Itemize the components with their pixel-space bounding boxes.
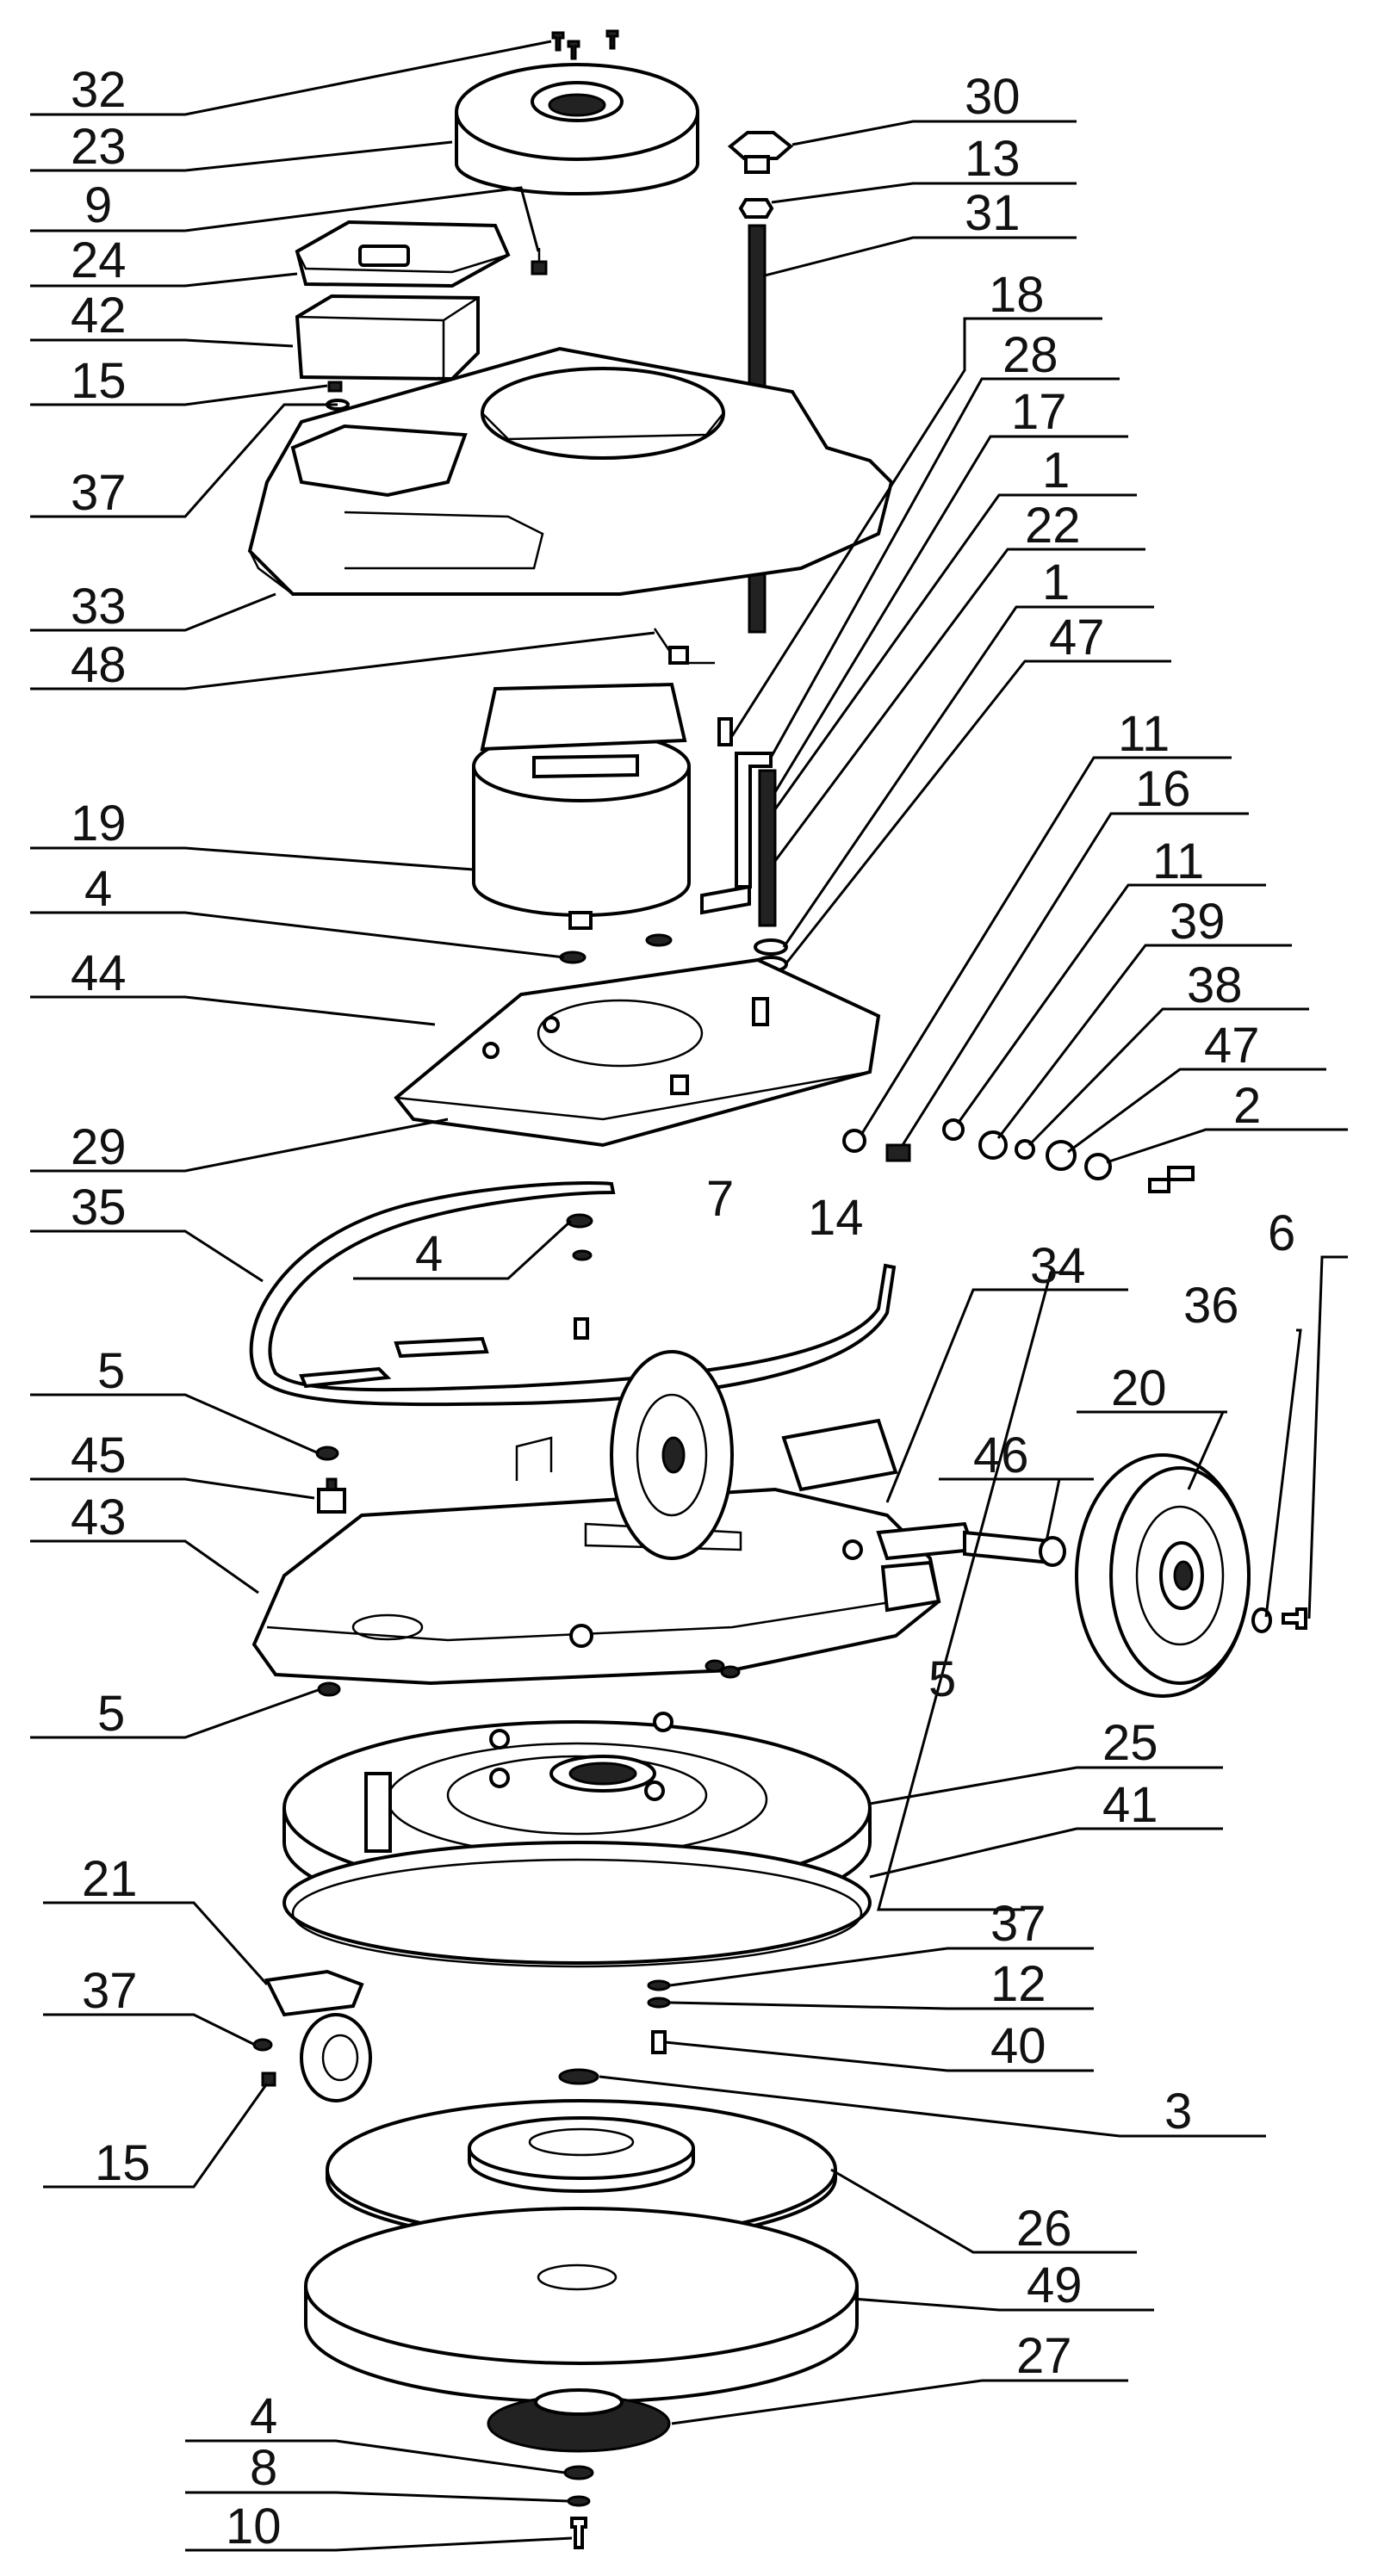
label-27: 27 — [1016, 2328, 1072, 2384]
part-35-bumper — [249, 1181, 897, 1407]
label-40: 40 — [990, 2018, 1046, 2074]
part-4-washers — [559, 933, 673, 964]
label-5-top: 5 — [97, 1343, 125, 1399]
label-48: 48 — [71, 637, 127, 693]
label-28: 28 — [1002, 327, 1058, 383]
part-18-bracket — [700, 717, 788, 973]
part-41-belt — [282, 1841, 872, 1968]
label-15-left: 15 — [95, 2135, 151, 2191]
part-4-8-10-bottom — [563, 2465, 594, 2549]
part-27-brush — [487, 2388, 671, 2453]
label-49: 49 — [1027, 2257, 1083, 2313]
part-labels: 32 23 9 24 42 15 37 33 48 19 4 44 29 35 … — [71, 62, 1295, 2554]
label-4-motor: 4 — [84, 861, 112, 917]
label-41: 41 — [1102, 1777, 1158, 1833]
label-25: 25 — [1102, 1715, 1158, 1771]
label-19: 19 — [71, 796, 127, 851]
label-11-lower: 11 — [1152, 833, 1204, 889]
part-49-pad — [304, 2207, 859, 2404]
leader-lines — [30, 40, 1348, 2552]
label-5-right: 5 — [928, 1651, 956, 1707]
label-36: 36 — [1183, 1278, 1239, 1334]
part-20-wheel — [1075, 1453, 1251, 1698]
label-32: 32 — [71, 62, 127, 118]
part-33-housing — [247, 346, 894, 596]
label-10: 10 — [226, 2499, 282, 2554]
label-14: 14 — [808, 1190, 864, 1246]
part-46-axle — [963, 1530, 1066, 1567]
label-1-lower: 1 — [1042, 554, 1070, 610]
label-37-top: 37 — [71, 465, 127, 521]
label-42: 42 — [71, 288, 127, 344]
part-drawings — [247, 29, 1307, 2549]
part-fastener-row — [842, 1118, 1195, 1193]
part-36-6 — [1251, 1607, 1307, 1633]
part-21-caster — [264, 1969, 372, 2102]
label-17: 17 — [1011, 384, 1067, 440]
label-30: 30 — [965, 69, 1021, 125]
label-11-upper: 11 — [1118, 706, 1170, 762]
label-45: 45 — [71, 1427, 127, 1483]
label-43: 43 — [71, 1489, 127, 1545]
label-7: 7 — [706, 1171, 734, 1227]
label-12: 12 — [990, 1956, 1046, 2012]
part-9-screw — [531, 248, 548, 276]
part-23-weight — [455, 63, 699, 195]
label-21: 21 — [82, 1851, 138, 1907]
part-48-wire — [653, 628, 715, 665]
part-13-nut — [738, 198, 774, 219]
label-38: 38 — [1187, 957, 1243, 1013]
label-16: 16 — [1135, 761, 1191, 817]
label-26: 26 — [1016, 2201, 1072, 2257]
part-5-45-nuts — [315, 1446, 741, 1697]
label-37-left: 37 — [82, 1963, 138, 2019]
part-3-washer — [558, 2068, 599, 2085]
label-35: 35 — [71, 1180, 127, 1235]
label-5-left: 5 — [97, 1686, 125, 1742]
label-8: 8 — [250, 2440, 277, 2496]
label-22: 22 — [1025, 498, 1081, 554]
part-24-cover — [295, 220, 511, 288]
label-6: 6 — [1268, 1205, 1295, 1261]
label-47-upper: 47 — [1049, 610, 1105, 666]
label-37-right: 37 — [990, 1896, 1046, 1952]
label-39: 39 — [1170, 894, 1226, 950]
label-31: 31 — [965, 185, 1021, 241]
label-15-top: 15 — [71, 353, 127, 409]
part-wheel-rear — [610, 1350, 734, 1560]
label-24: 24 — [71, 232, 127, 288]
label-23: 23 — [71, 119, 127, 175]
label-44: 44 — [71, 945, 127, 1001]
label-4-bumper: 4 — [415, 1226, 443, 1282]
part-32-screws — [551, 29, 619, 60]
part-37-15-left — [252, 2038, 276, 2087]
part-43-chassis — [251, 1418, 976, 1686]
label-34: 34 — [1030, 1238, 1086, 1294]
part-44-frame — [394, 957, 881, 1148]
part-30-knob — [727, 131, 794, 174]
label-3: 3 — [1164, 2084, 1192, 2139]
label-9: 9 — [84, 177, 112, 233]
label-18: 18 — [989, 267, 1045, 323]
label-47-lower: 47 — [1204, 1018, 1260, 1074]
label-33: 33 — [71, 579, 127, 635]
label-1-upper: 1 — [1042, 443, 1070, 498]
part-42-box — [295, 294, 480, 381]
label-13: 13 — [965, 131, 1021, 187]
part-19-motor — [472, 682, 691, 930]
label-29: 29 — [71, 1119, 127, 1175]
label-46: 46 — [973, 1427, 1029, 1483]
label-2: 2 — [1233, 1078, 1261, 1134]
label-20: 20 — [1111, 1360, 1167, 1416]
label-4-bottom: 4 — [250, 2388, 277, 2444]
